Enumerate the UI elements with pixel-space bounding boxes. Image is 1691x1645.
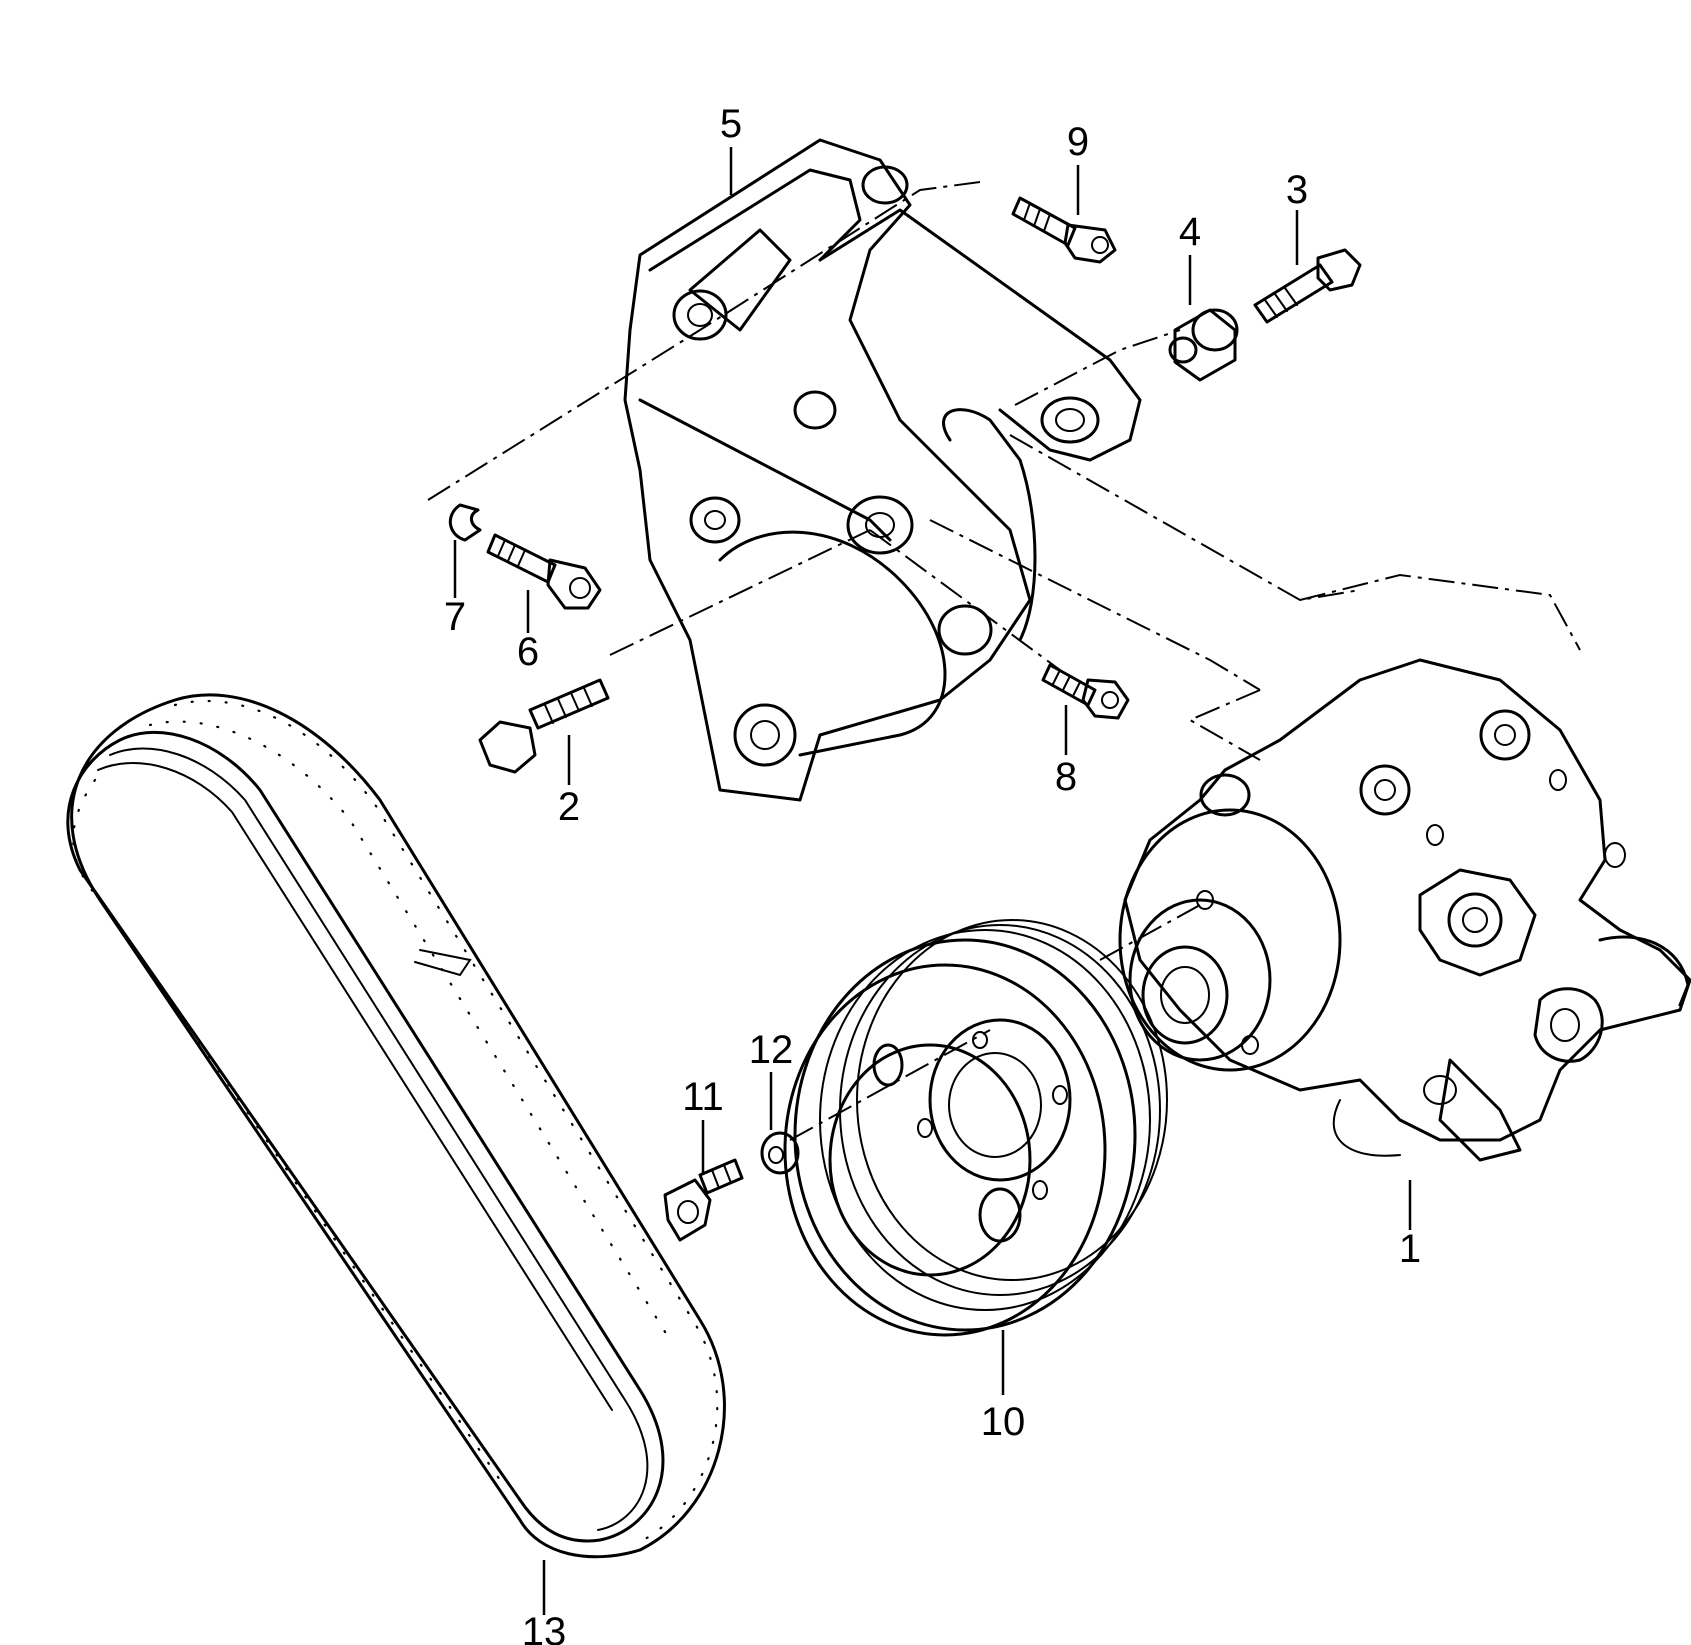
callout-5: 5 <box>720 102 742 146</box>
bolt-6 <box>486 533 602 610</box>
ribbed-v-belt <box>66 693 726 1559</box>
callout-9: 9 <box>1067 120 1089 164</box>
callout-8: 8 <box>1055 755 1077 799</box>
callout-11: 11 <box>682 1075 724 1119</box>
bolt-8 <box>1041 663 1130 720</box>
callout-2: 2 <box>558 785 580 829</box>
callout-1: 1 <box>1399 1227 1421 1271</box>
washer-12 <box>760 1131 800 1175</box>
bolt-9 <box>1011 196 1117 264</box>
callout-4: 4 <box>1179 210 1201 254</box>
callout-10: 10 <box>981 1400 1026 1444</box>
callout-13: 13 <box>522 1610 567 1645</box>
power-steering-pump <box>1118 658 1691 1162</box>
callout-6: 6 <box>517 630 539 674</box>
leader-lines <box>453 147 1412 1615</box>
callout-3: 3 <box>1286 168 1308 212</box>
callout-12: 12 <box>749 1028 794 1072</box>
bolt-11 <box>663 1158 744 1242</box>
bolt-2 <box>478 678 610 774</box>
callout-7: 7 <box>444 595 466 639</box>
clip-7 <box>449 503 482 542</box>
spacer-sleeve-4 <box>1168 308 1239 382</box>
pulley-10 <box>783 919 1168 1337</box>
assembly-axes <box>427 181 1581 1141</box>
callout-labels: 1 2 3 4 5 6 7 8 9 10 11 12 13 <box>444 102 1421 1645</box>
bolt-3 <box>1253 248 1362 324</box>
mounting-bracket <box>623 138 1142 802</box>
